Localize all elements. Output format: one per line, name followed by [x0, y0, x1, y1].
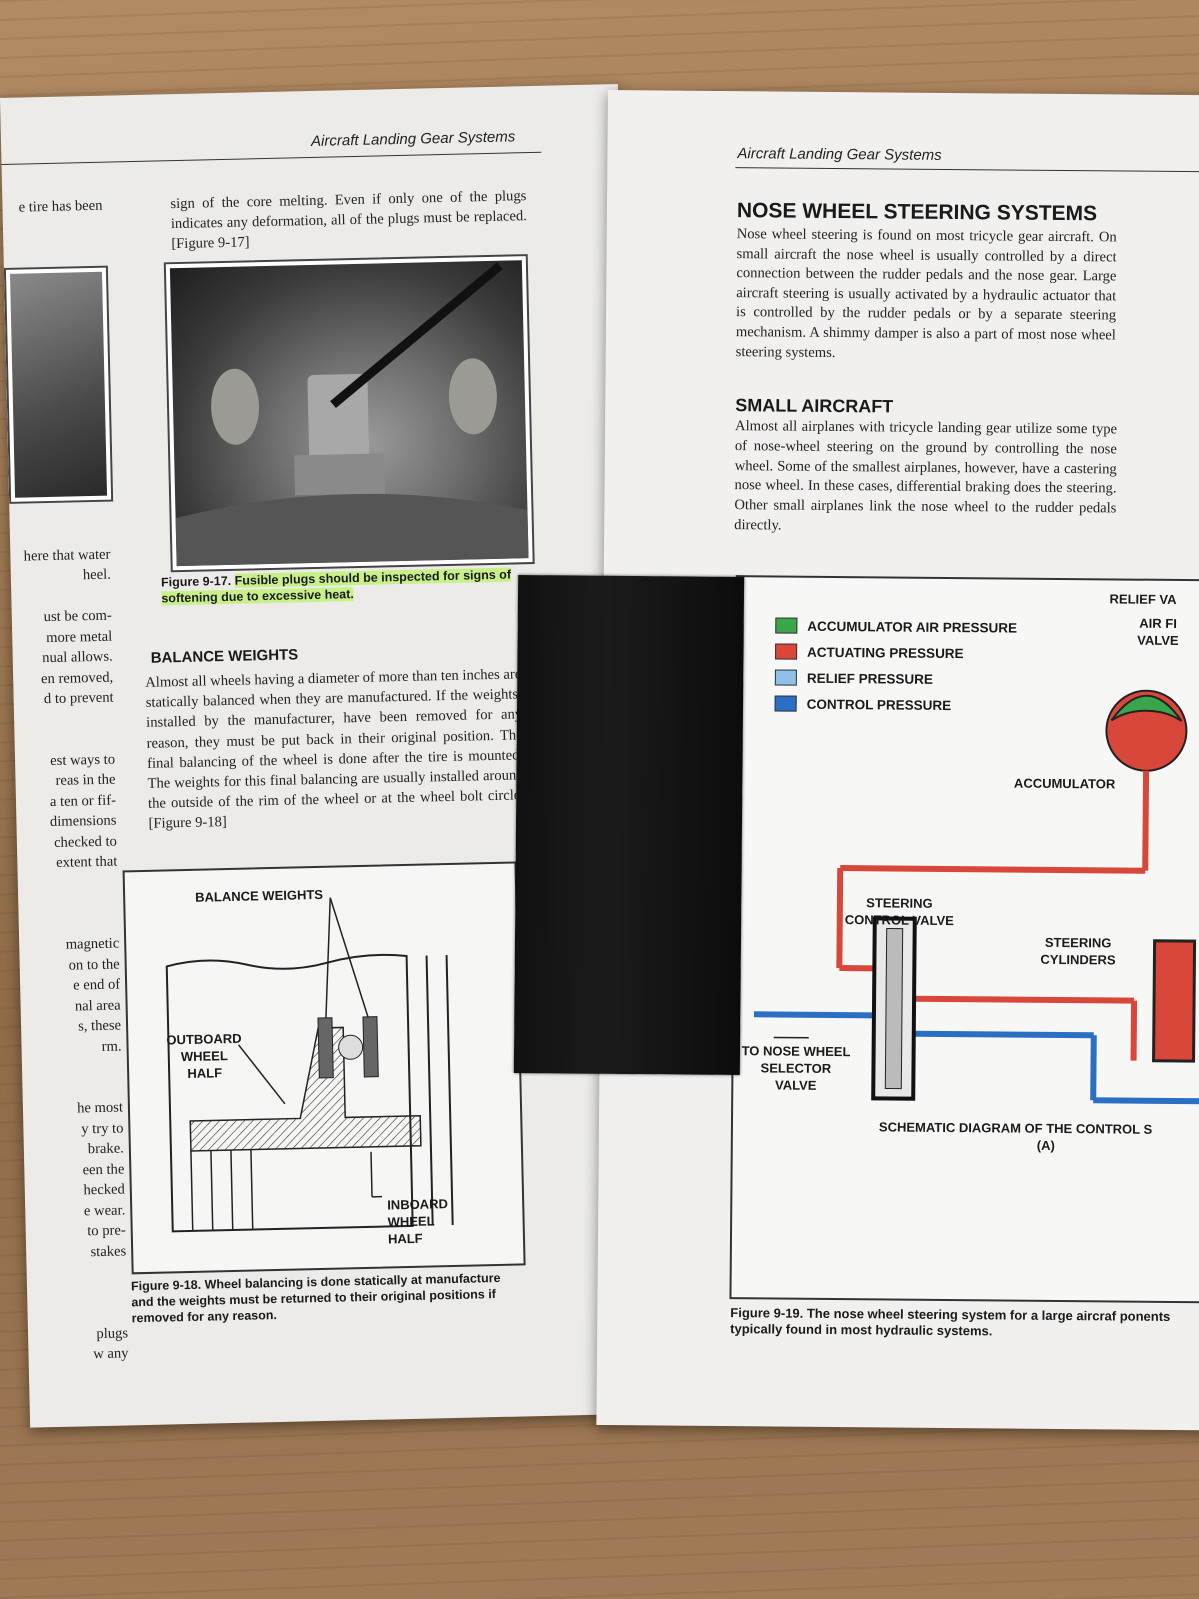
- cut-photo: [3, 265, 114, 504]
- right-head-rule: [735, 167, 1199, 173]
- cut-column-line: [27, 1302, 127, 1325]
- cut-column-line: [18, 893, 118, 916]
- cut-column-line: reas in the: [55, 771, 116, 789]
- cut-column-line: plugs: [96, 1324, 129, 1342]
- inboard-wheel-half-label: INBOARD WHEEL HALF: [387, 1196, 449, 1247]
- wheel-cross-section-diagram: [165, 897, 454, 1233]
- cut-column-line: [27, 1282, 127, 1305]
- cut-column-line: stakes: [90, 1242, 127, 1260]
- nose-wheel-steering-heading: NOSE WHEEL STEERING SYSTEMS: [736, 199, 1098, 226]
- cut-column-line: [18, 872, 118, 895]
- cut-column-line: w any: [93, 1345, 129, 1363]
- cut-column-line: [11, 585, 111, 608]
- to-nose-wheel-selector-valve-label: TO NOSE WHEEL SELECTOR VALVE: [741, 1043, 851, 1093]
- cut-column-line: nual allows.: [42, 648, 113, 667]
- cut-column-line: ust be com-: [43, 607, 112, 626]
- cut-column-line: rm.: [101, 1037, 122, 1055]
- cut-column-line: en removed,: [40, 669, 114, 687]
- cut-column-line: brake.: [87, 1140, 125, 1158]
- cut-column-line: here that water: [23, 546, 111, 565]
- right-page: Aircraft Landing Gear Systems NOSE WHEEL…: [596, 90, 1199, 1431]
- legend-label: CONTROL PRESSURE: [806, 696, 952, 713]
- relief-valve-label: RELIEF VA: [1109, 591, 1177, 607]
- balance-weights-heading: BALANCE WEIGHTS: [150, 646, 299, 667]
- left-head-rule: [1, 151, 542, 165]
- legend-swatch: [775, 643, 798, 660]
- black-tape-strip: [513, 575, 745, 1075]
- legend-label: ACTUATING PRESSURE: [807, 644, 964, 661]
- legend-label: RELIEF PRESSURE: [806, 670, 933, 687]
- cut-column-line: [14, 708, 114, 731]
- cut-column-line: dimensions: [49, 812, 117, 831]
- figure-9-17-label: Figure 9-17.: [160, 573, 232, 590]
- cut-column-line: a ten or fif-: [49, 792, 117, 810]
- balance-weights-label: BALANCE WEIGHTS: [195, 886, 324, 905]
- cut-column-line: [10, 524, 110, 547]
- right-running-head: Aircraft Landing Gear Systems: [737, 145, 942, 164]
- cut-column-line: to pre-: [87, 1222, 126, 1240]
- legend-item: ACTUATING PRESSURE: [775, 643, 964, 661]
- cut-column-line: magnetic: [65, 935, 120, 953]
- cut-column-line: een the: [82, 1160, 125, 1178]
- fusible-plug-photo: [163, 254, 535, 573]
- wheel-balancing-figure: BALANCE WEIGHTS OUTBOARD WHEEL HALF INBO…: [122, 861, 526, 1275]
- cut-column-line: y try to: [81, 1119, 124, 1137]
- legend-item: CONTROL PRESSURE: [774, 695, 952, 713]
- cut-column-line: [22, 1056, 122, 1079]
- figure-9-18-caption: Figure 9-18. Wheel balancing is done sta…: [130, 1270, 501, 1326]
- cut-column-line: checked to: [53, 833, 118, 851]
- cut-column-line: [26, 1261, 126, 1284]
- cut-column-line: d to prevent: [43, 689, 114, 708]
- legend-label: ACCUMULATOR AIR PRESSURE: [807, 618, 1018, 636]
- balance-weights-paragraph: Almost all wheels having a diameter of m…: [145, 666, 525, 833]
- cut-column-line: heel.: [82, 566, 112, 584]
- cut-column-line: s, these: [77, 1017, 122, 1035]
- cut-column-line: e wear.: [83, 1201, 126, 1219]
- left-page: Aircraft Landing Gear Systems e tire has…: [0, 83, 649, 1428]
- nose-wheel-steering-paragraph: Nose wheel steering is found on most tri…: [735, 226, 1117, 361]
- cut-column-line: he most: [76, 1099, 124, 1117]
- cut-column-line: on to the: [68, 956, 120, 974]
- cut-column-line: [3, 237, 103, 260]
- panel-a-label: (A): [1036, 1137, 1055, 1153]
- left-running-head: Aircraft Landing Gear Systems: [310, 128, 516, 150]
- hydraulic-schematic-diagram: [753, 689, 1199, 1105]
- cut-column-line: [3, 216, 103, 239]
- steering-cylinders-label: STEERING CYLINDERS: [1040, 934, 1116, 968]
- legend-swatch: [774, 695, 797, 712]
- cut-column-line: hecked: [83, 1181, 125, 1199]
- legend-swatch: [775, 617, 798, 634]
- cut-column-line: [19, 913, 119, 936]
- legend-item: ACCUMULATOR AIR PRESSURE: [775, 617, 1017, 635]
- figure-9-19-caption: Figure 9-19. The nose wheel steering sys…: [730, 1305, 1171, 1339]
- intro-paragraph: sign of the core melting. Even if only o…: [170, 188, 527, 253]
- cut-column-line: [9, 503, 109, 526]
- small-aircraft-paragraph: Almost all airplanes with tricycle landi…: [734, 418, 1118, 534]
- steering-schematic-figure: ACCUMULATOR AIR PRESSURE ACTUATING PRESSU…: [729, 575, 1199, 1304]
- cut-column-line: e tire has been: [18, 197, 103, 216]
- cut-column-line: nal area: [74, 996, 121, 1015]
- schematic-title-label: SCHEMATIC DIAGRAM OF THE CONTROL S: [878, 1119, 1153, 1137]
- cut-column-line: more metal: [46, 628, 113, 646]
- cut-column-line: e end of: [72, 976, 121, 994]
- air-fill-valve-label: AIR FI VALVE: [1137, 615, 1179, 649]
- cut-column-line: [22, 1077, 122, 1100]
- small-aircraft-heading: SMALL AIRCRAFT: [735, 395, 894, 417]
- accumulator-label: ACCUMULATOR: [1013, 775, 1116, 792]
- outboard-wheel-half-label: OUTBOARD WHEEL HALF: [166, 1030, 242, 1081]
- cut-column-line: est ways to: [50, 751, 116, 769]
- fusible-plug-illustration: [175, 262, 529, 567]
- figure-9-17-caption: Figure 9-17. Fusible plugs should be ins…: [161, 566, 542, 607]
- legend-swatch: [774, 669, 797, 686]
- cut-column-line: [14, 729, 114, 752]
- cut-column-line: extent that: [55, 853, 118, 871]
- steering-control-valve-label: STEERING CONTROL VALVE: [844, 895, 954, 929]
- legend-item: RELIEF PRESSURE: [774, 669, 933, 687]
